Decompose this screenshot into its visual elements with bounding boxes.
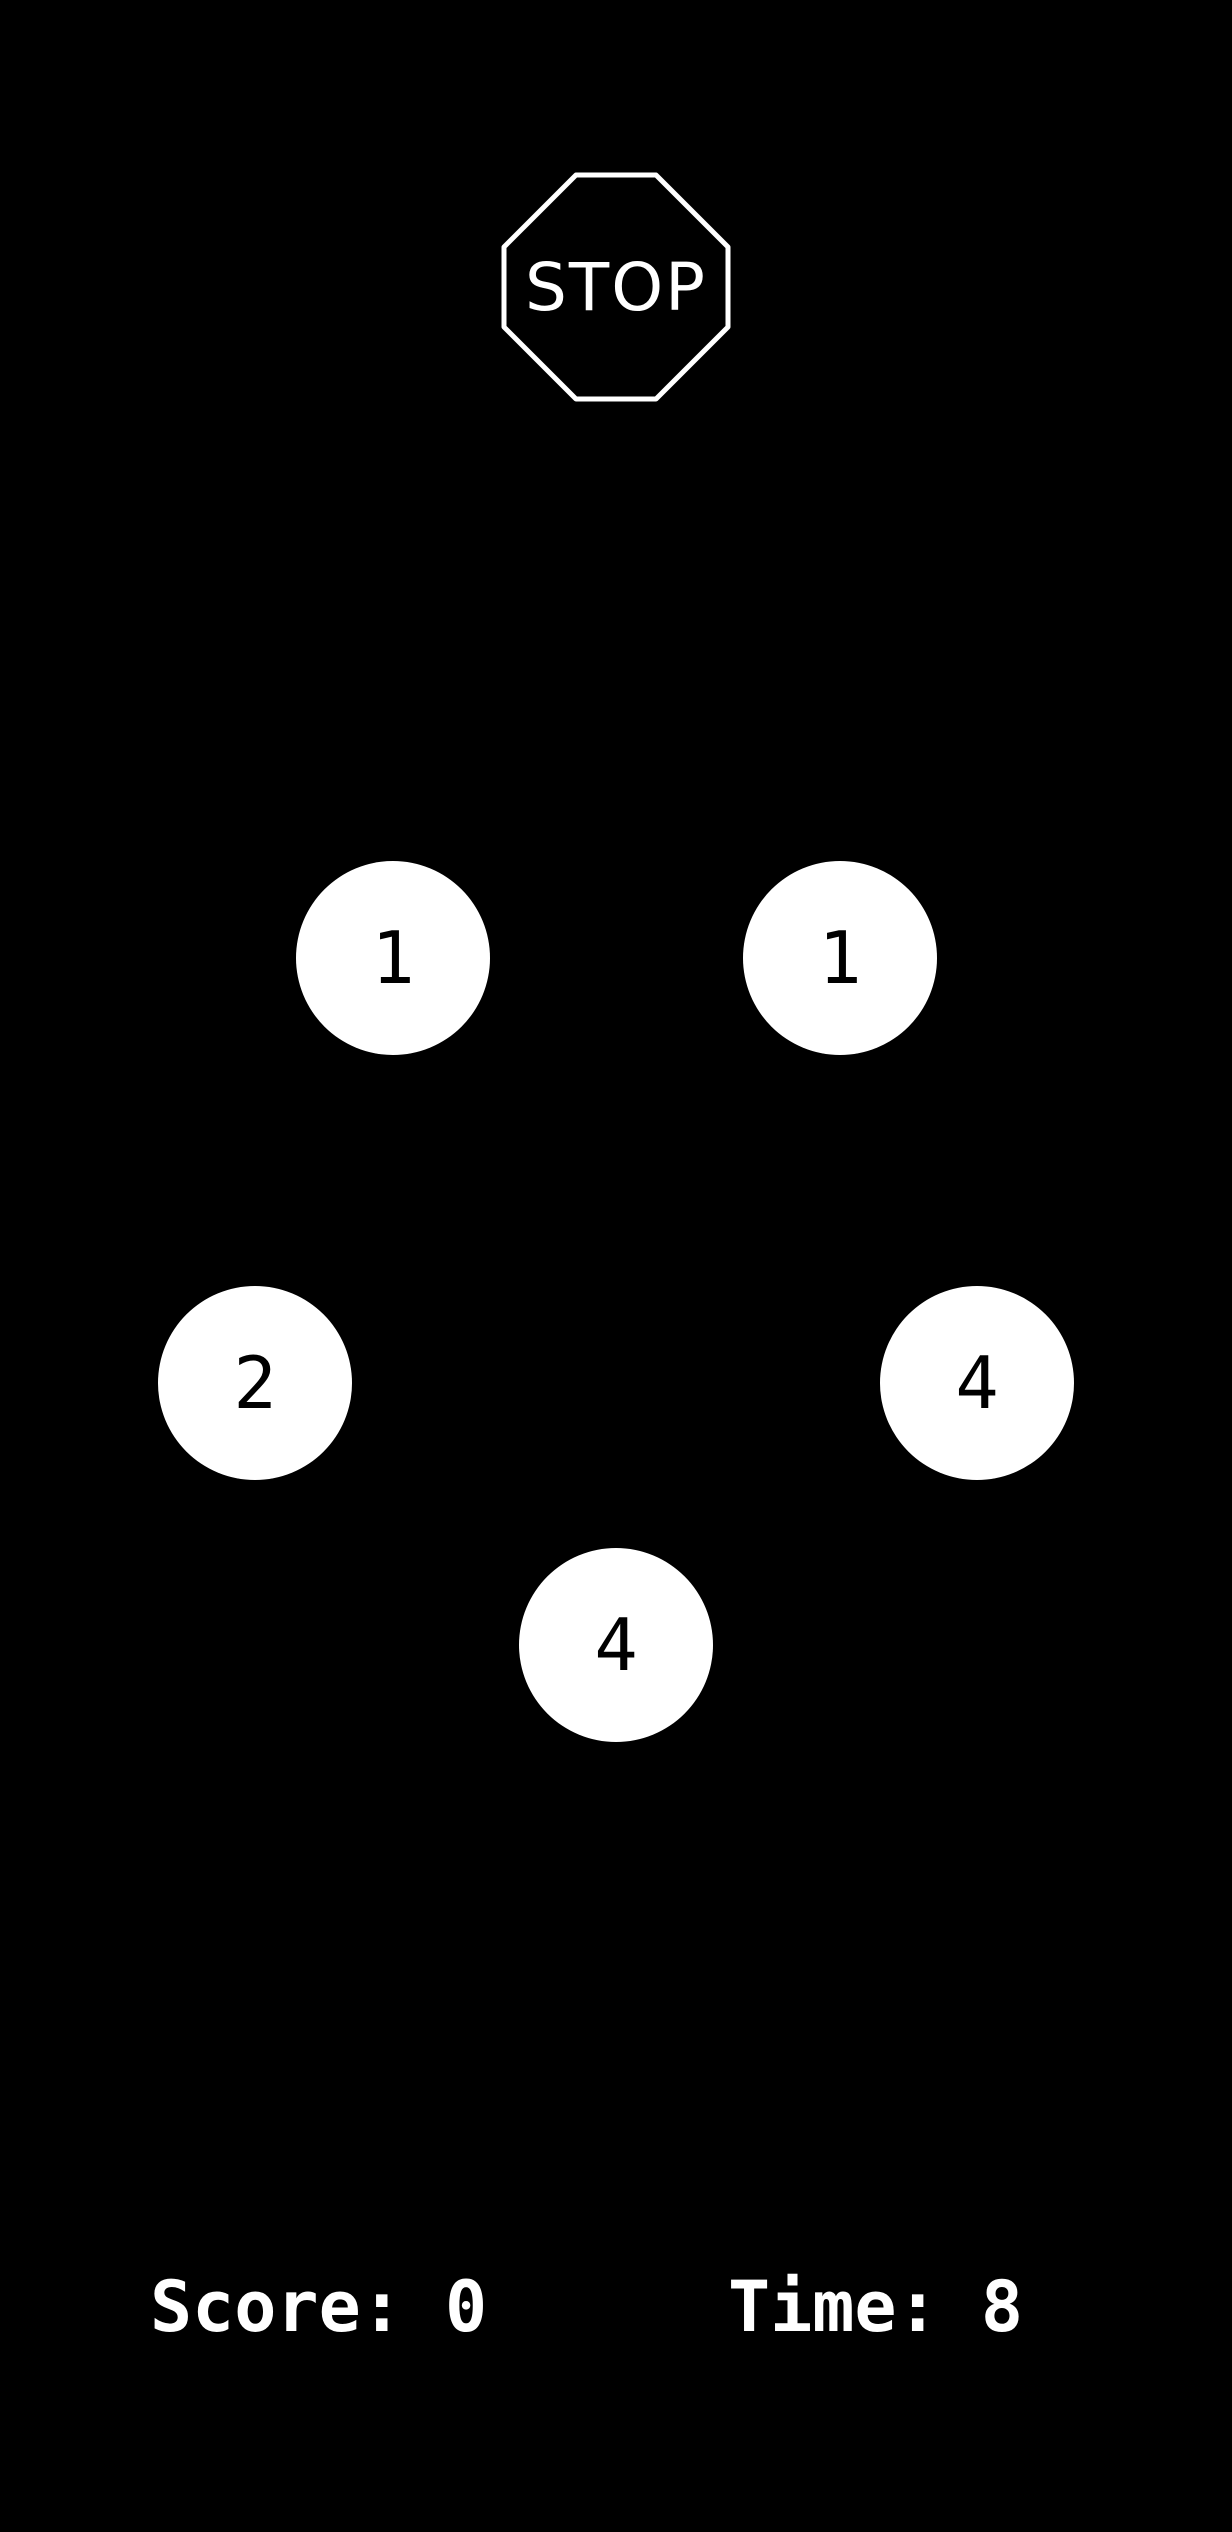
number-ball[interactable]: 1 xyxy=(743,861,937,1055)
score-value: 0 xyxy=(445,2266,488,2348)
time-label: Time: xyxy=(728,2266,939,2348)
timer-display: Time: 8 xyxy=(728,2262,1023,2352)
octagon-icon xyxy=(501,172,731,402)
number-ball[interactable]: 4 xyxy=(519,1548,713,1742)
time-value: 8 xyxy=(980,2266,1024,2348)
score-label: Score: xyxy=(150,2266,403,2348)
ball-number: 4 xyxy=(594,1603,638,1687)
ball-number: 4 xyxy=(955,1341,999,1425)
score-display: Score: 0 xyxy=(150,2262,487,2352)
stop-label: STOP xyxy=(525,248,707,326)
number-ball[interactable]: 4 xyxy=(880,1286,1074,1480)
ball-number: 2 xyxy=(233,1341,277,1425)
ball-number: 1 xyxy=(371,916,415,1000)
number-ball[interactable]: 1 xyxy=(296,861,490,1055)
stop-button[interactable]: STOP xyxy=(501,172,731,402)
ball-number: 1 xyxy=(818,916,862,1000)
number-ball[interactable]: 2 xyxy=(158,1286,352,1480)
